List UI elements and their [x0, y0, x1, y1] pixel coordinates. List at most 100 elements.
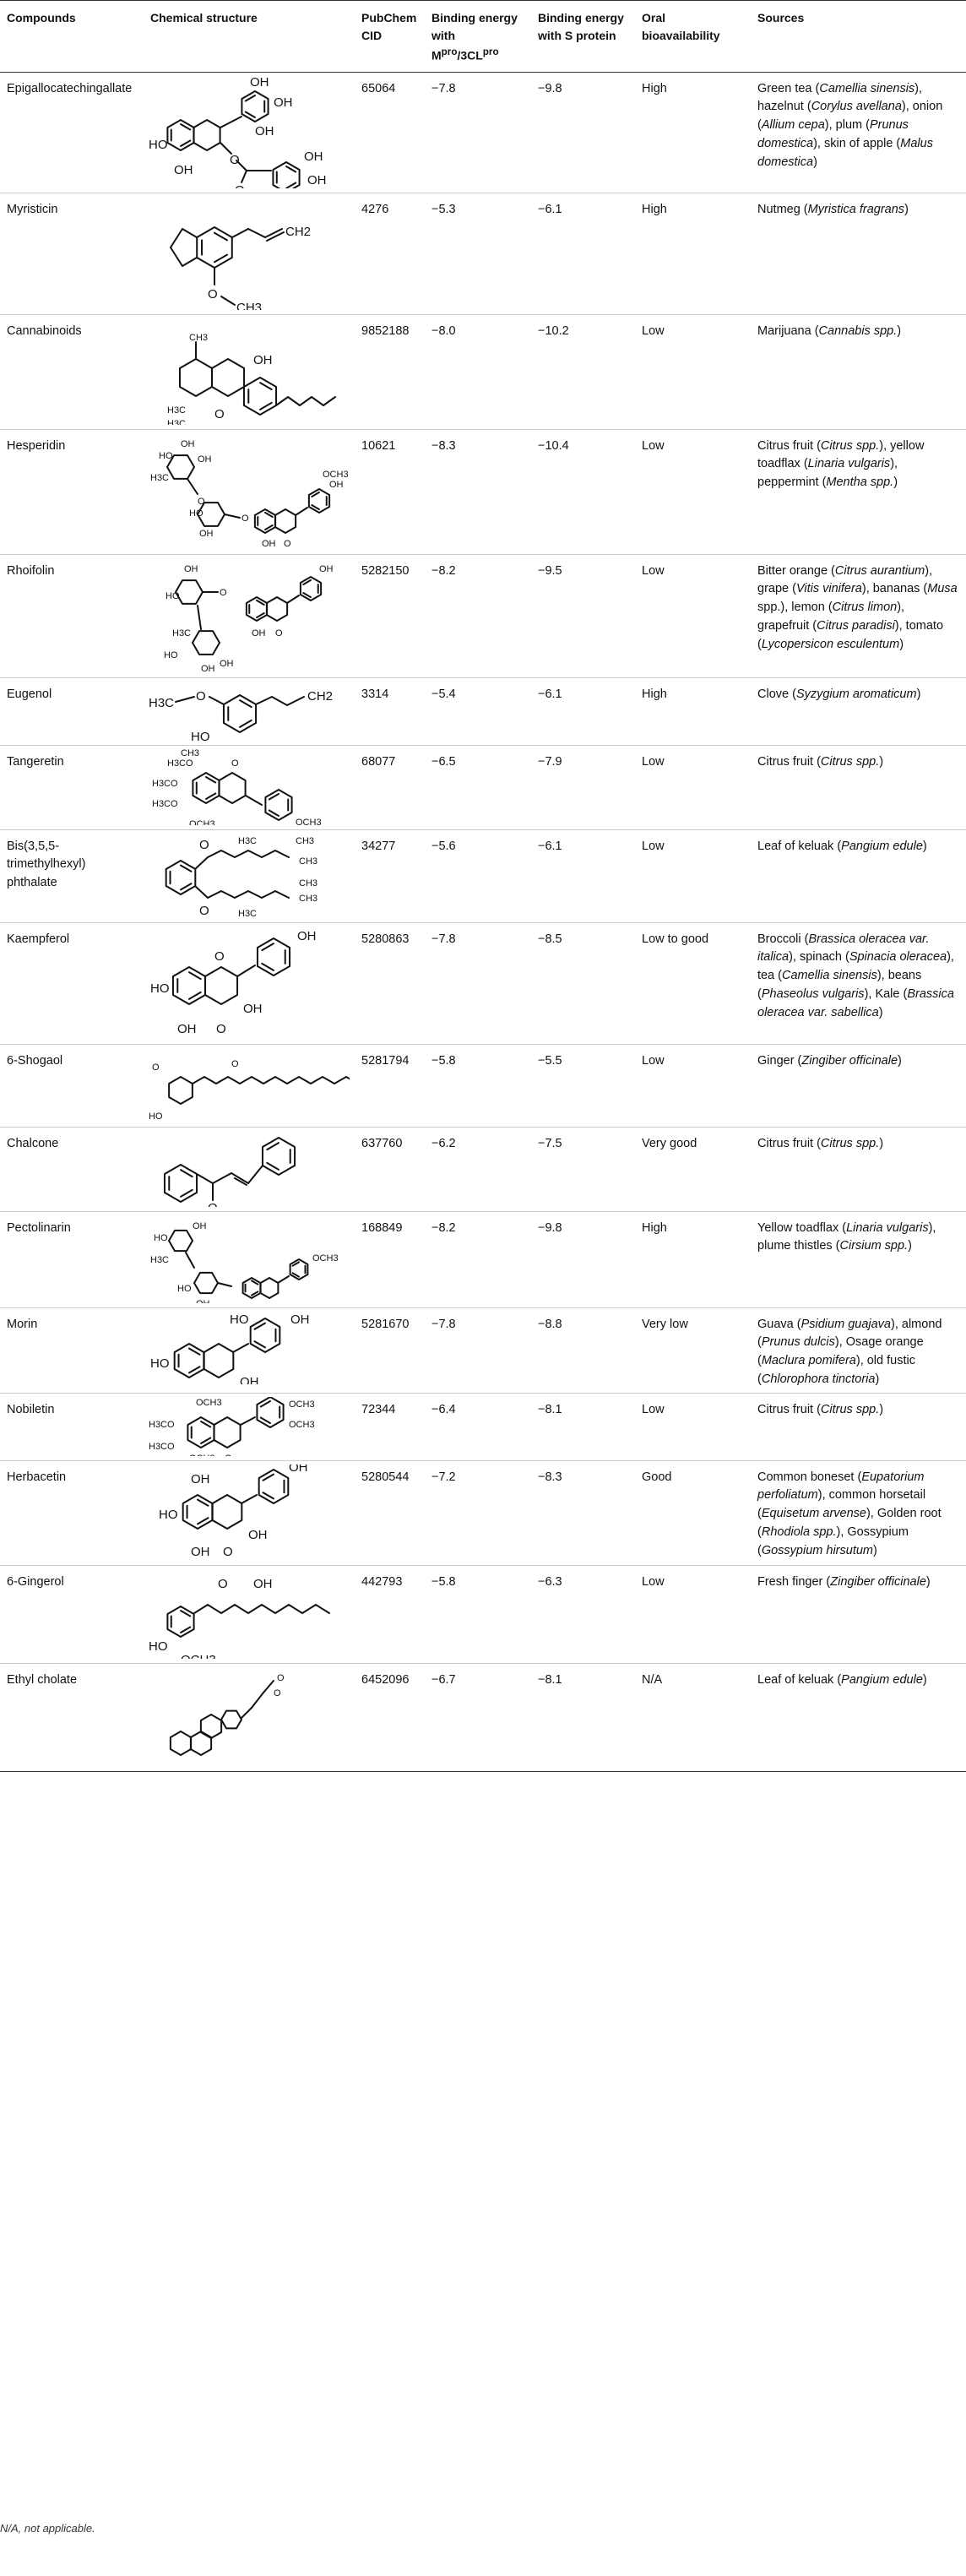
svg-text:OH: OH — [243, 1002, 263, 1016]
svg-text:OH: OH — [329, 480, 344, 490]
cid-cell: 34277 — [361, 839, 396, 853]
sources-cell: Fresh finger (Zingiber officinale) — [757, 1574, 931, 1589]
sources-cell: Citrus fruit (Citrus spp.) — [757, 1402, 884, 1416]
sources-cell: Leaf of keluak (Pangium edule) — [757, 839, 927, 853]
svg-text:OCH3: OCH3 — [289, 1399, 315, 1410]
oral-bioavailability-cell: High — [642, 202, 667, 216]
svg-text:H3CO: H3CO — [152, 779, 178, 789]
svg-text:O: O — [208, 287, 218, 302]
svg-text:OCH3: OCH3 — [296, 818, 322, 825]
svg-text:CH2: CH2 — [307, 689, 333, 704]
svg-text:O: O — [231, 758, 239, 769]
svg-text:OCH3: OCH3 — [323, 470, 349, 480]
header-compounds: Compounds — [0, 0, 144, 73]
oral-bioavailability-cell: Very good — [642, 1136, 697, 1150]
svg-text:OH: OH — [181, 439, 195, 449]
compounds-table: Compounds Chemical structure PubChem CID… — [0, 0, 966, 1772]
oral-bioavailability-cell: Low — [642, 1574, 665, 1589]
table-row: NobiletinOCH3OCH3OCH3H3COH3COOCH3O72344−… — [0, 1393, 966, 1461]
svg-text:OH: OH — [297, 929, 317, 943]
svg-text:H3CO: H3CO — [152, 799, 178, 809]
structure-cell: HOOHH3CHOOHOCH3H3COO — [144, 1211, 355, 1307]
header-oral: Oral bioavailability — [635, 0, 751, 73]
svg-text:HO: HO — [149, 138, 168, 152]
svg-text:HO: HO — [177, 1284, 192, 1294]
svg-text:O: O — [220, 588, 227, 598]
compound-cell: Myristicin — [7, 202, 58, 216]
svg-text:OH: OH — [191, 1472, 210, 1486]
header-mpro: Binding energy with Mpro/3CLpro — [425, 0, 531, 73]
svg-text:OCH3: OCH3 — [189, 819, 215, 825]
svg-text:OH: OH — [193, 1221, 207, 1231]
svg-text:O: O — [152, 1062, 160, 1073]
svg-text:CH3: CH3 — [299, 856, 317, 867]
svg-text:OCH3: OCH3 — [312, 1253, 339, 1264]
sources-cell: Green tea (Camellia sinensis), hazelnut … — [757, 81, 943, 169]
s-protein-energy-cell: −6.1 — [538, 202, 562, 216]
compound-cell: Hesperidin — [7, 438, 66, 453]
svg-text:H3C: H3C — [238, 836, 257, 846]
svg-text:OH: OH — [201, 664, 215, 673]
s-protein-energy-cell: −8.3 — [538, 1470, 562, 1484]
compound-cell: Morin — [7, 1317, 38, 1331]
cid-cell: 168849 — [361, 1220, 403, 1235]
svg-text:OCH3: OCH3 — [196, 1398, 222, 1408]
svg-text:OH: OH — [196, 1299, 210, 1303]
s-protein-energy-cell: −6.1 — [538, 687, 562, 701]
svg-text:OH: OH — [253, 353, 273, 367]
sources-cell: Clove (Syzygium aromaticum) — [757, 687, 921, 701]
header-cid: PubChem CID — [355, 0, 425, 73]
cid-cell: 442793 — [361, 1574, 403, 1589]
svg-text:HO: HO — [230, 1312, 249, 1327]
svg-text:O: O — [242, 514, 249, 524]
oral-bioavailability-cell: Low — [642, 1053, 665, 1068]
compound-cell: Pectolinarin — [7, 1220, 71, 1235]
compound-cell: 6-Gingerol — [7, 1574, 64, 1589]
svg-text:O: O — [265, 1302, 273, 1303]
svg-text:O: O — [225, 1454, 232, 1456]
header-structure: Chemical structure — [144, 0, 355, 73]
svg-text:H3CO: H3CO — [149, 1420, 175, 1430]
s-protein-energy-cell: −8.1 — [538, 1672, 562, 1687]
svg-text:OH: OH — [253, 1577, 273, 1591]
s-protein-energy-cell: −6.1 — [538, 839, 562, 853]
oral-bioavailability-cell: Low — [642, 563, 665, 578]
svg-text:HO: HO — [154, 1233, 168, 1243]
svg-text:HO: HO — [189, 508, 204, 519]
s-protein-energy-cell: −10.2 — [538, 323, 569, 338]
s-protein-energy-cell: −10.4 — [538, 438, 569, 453]
svg-text:CH3: CH3 — [299, 894, 317, 904]
cid-cell: 10621 — [361, 438, 396, 453]
mpro-energy-cell: −7.8 — [431, 1317, 456, 1331]
oral-bioavailability-cell: Low — [642, 438, 665, 453]
svg-text:HO: HO — [150, 1356, 170, 1371]
svg-text:OH: OH — [290, 1312, 310, 1327]
svg-text:HO: HO — [164, 650, 178, 660]
svg-text:CH2: CH2 — [285, 225, 311, 239]
svg-text:OH: OH — [319, 564, 334, 574]
svg-text:O: O — [223, 1545, 233, 1559]
svg-text:H3CO: H3CO — [231, 1302, 258, 1303]
s-protein-energy-cell: −5.5 — [538, 1053, 562, 1068]
cid-cell: 5280863 — [361, 932, 410, 946]
header-spike: Binding energy with S protein — [531, 0, 635, 73]
svg-text:H3CO: H3CO — [149, 1442, 175, 1452]
sources-cell: Guava (Psidium guajava), almond (Prunus … — [757, 1317, 942, 1386]
compound-cell: 6-Shogaol — [7, 1053, 63, 1068]
mpro-energy-cell: −6.5 — [431, 754, 456, 769]
s-protein-energy-cell: −8.5 — [538, 932, 562, 946]
